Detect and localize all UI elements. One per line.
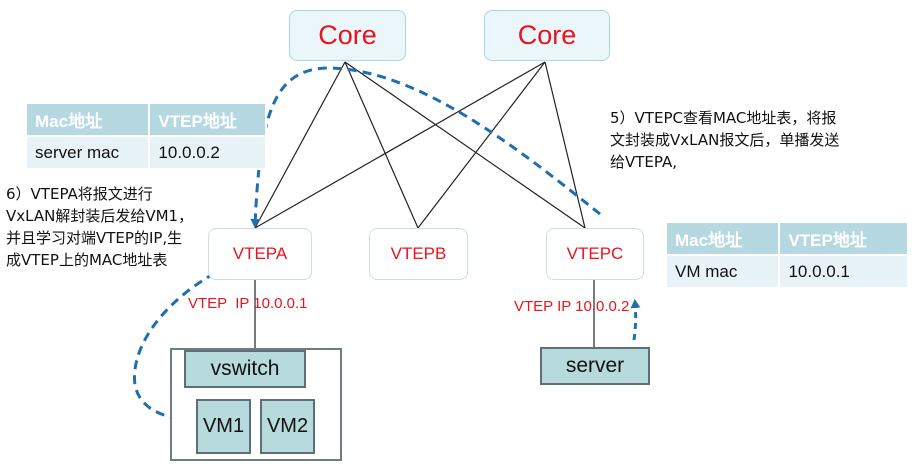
step-6-line-4: 成VTEP上的MAC地址表 [6,251,168,269]
mac-table-header-mac: Mac地址 [24,102,151,137]
step-6-line-2: VxLAN解封装后发给VM1， [6,207,194,225]
vm2-node: VM2 [260,399,315,454]
mac-table-header-mac: Mac地址 [664,221,781,256]
vtep-a-label: VTEPA [232,244,288,263]
link-core-left-vtepc [344,61,586,229]
core-right-label: Core [517,20,577,50]
vtep-b-label: VTEPB [390,244,447,263]
dashed-arrow-vtepa-to-vm1 [132,264,229,425]
vtep-c-ip-label: VTEP IP 10.0.0.2 [514,298,630,315]
vm1-label: VM1 [202,415,245,437]
server-label: server [565,354,625,377]
link-core-left-vtepa [254,61,346,229]
mac-table-cell-vtep: 10.0.0.2 [148,135,267,170]
mac-table-vtep-a: Mac地址 VTEP地址 server mac 10.0.0.2 [24,102,267,170]
vm1-node: VM1 [196,399,251,454]
link-core-right-vtepc [544,61,586,229]
vtep-b-node: VTEPB [369,228,468,280]
vm2-label: VM2 [266,415,309,437]
dashed-arrow-server-to-vtepc [630,299,641,341]
vtep-a-node: VTEPA [208,228,312,280]
step-6-line-1: 6）VTEPA将报文进行 [6,185,153,203]
link-core-left-vtepb [344,61,419,229]
server-node: server [540,347,650,385]
dashed-arrow-vtepc-to-vtepa [250,66,601,228]
vtep-c-node: VTEPC [546,228,644,280]
mac-table-header-vtep: VTEP地址 [148,102,267,137]
mac-table-cell-vtep: 10.0.0.1 [778,254,909,289]
mac-table-header-row: Mac地址 VTEP地址 [664,221,909,256]
vtep-c-label: VTEPC [566,244,624,263]
step-6-note: 6）VTEPA将报文进行 VxLAN解封装后发给VM1， 并且学习对端VTEP的… [6,183,236,271]
step-5-note: 5）VTEPC查看MAC地址表，将报 文封装成VxLAN报文后，单播发送 给VT… [610,107,910,173]
vswitch-node: vswitch [184,350,306,388]
core-switch-left: Core [289,10,406,61]
step-6-line-3: 并且学习对端VTEP的IP,生 [6,229,183,247]
mac-table-header-row: Mac地址 VTEP地址 [24,102,267,137]
mac-table-header-vtep: VTEP地址 [778,221,909,256]
step-5-line-2: 文封装成VxLAN报文后，单播发送 [610,131,840,149]
step-5-line-3: 给VTEPA, [610,153,678,171]
core-left-label: Core [318,20,377,50]
mac-table-vtep-c: Mac地址 VTEP地址 VM mac 10.0.0.1 [664,221,909,289]
vswitch-label: vswitch [210,357,280,380]
step-5-line-1: 5）VTEPC查看MAC地址表，将报 [610,109,837,127]
link-core-right-vtepb [417,61,546,229]
mac-table-cell-mac: VM mac [664,254,781,289]
core-switch-right: Core [484,10,610,61]
link-core-right-vtepa [254,61,546,229]
vtep-a-ip-label: VTEP IP 10.0.0.1 [188,295,308,312]
table-row: server mac 10.0.0.2 [24,135,267,170]
mac-table-cell-mac: server mac [24,135,151,170]
table-row: VM mac 10.0.0.1 [664,254,909,289]
